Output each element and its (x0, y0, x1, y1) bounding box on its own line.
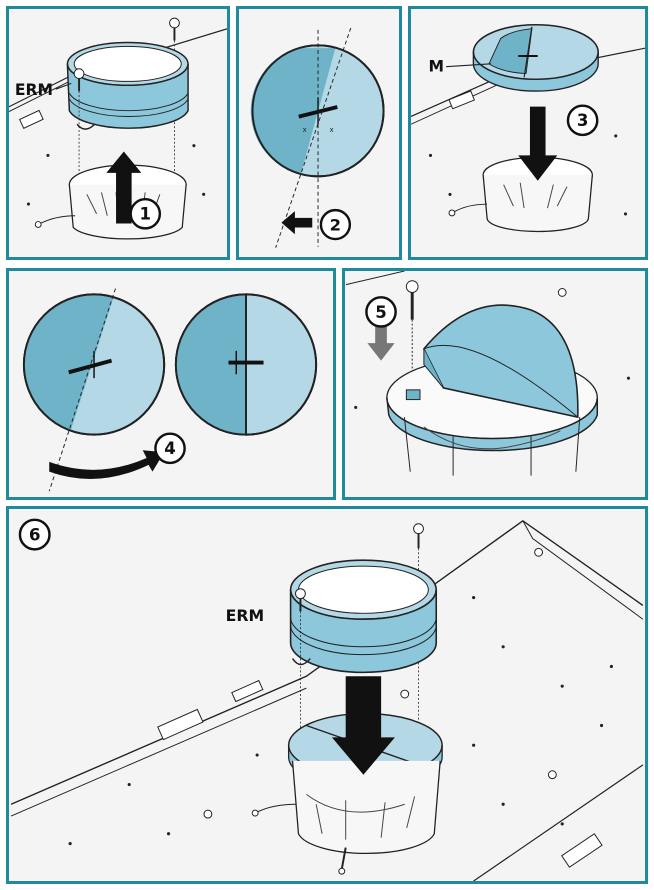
erm-label: ERM (15, 81, 53, 99)
screw-icon (169, 17, 180, 41)
fan-housing (448, 156, 593, 233)
screw-icon (405, 280, 419, 320)
screw-icon (73, 68, 85, 92)
step-1-illustration: ERM 1 (9, 17, 227, 240)
step-3-illustration: M 3 (411, 23, 645, 233)
step-4-illustration: 4 (22, 288, 318, 492)
bracket-tab (157, 708, 204, 741)
fan-housing (251, 712, 443, 875)
step-badge-4 (154, 432, 186, 465)
erm-collar (289, 559, 438, 674)
panel-step-6: ERM 6 (6, 506, 648, 884)
arrow-down-icon (518, 106, 558, 181)
arrow-up-icon (106, 151, 142, 224)
damper-flap (422, 304, 579, 419)
step-badge-6 (18, 518, 51, 551)
step-6-illustration: ERM 6 (10, 518, 644, 881)
bracket-tab (405, 389, 421, 401)
step-2-illustration: x x 2 (250, 27, 385, 248)
svg-text:6: 6 (29, 524, 41, 544)
damper-disc-tilted (22, 293, 166, 436)
damper-assembly (472, 23, 599, 92)
svg-text:1: 1 (139, 205, 151, 224)
panel-step-3: M 3 (408, 6, 648, 260)
arrow-left-icon (281, 211, 313, 235)
bracket-tab (18, 109, 44, 129)
panel-step-1: ERM 1 (6, 6, 230, 260)
svg-text:2: 2 (330, 215, 341, 234)
svg-text:3: 3 (577, 111, 589, 130)
arrow-rotate-icon (49, 450, 165, 480)
bracket-tab (561, 833, 603, 868)
fan-housing (34, 164, 187, 240)
damper-disc: x x (250, 44, 385, 178)
bracket-tab (231, 679, 264, 703)
damper-disc-aligned (174, 293, 318, 436)
erm-collar (66, 41, 189, 130)
step-badge-2 (319, 208, 352, 241)
panel-step-4: 4 (6, 268, 336, 500)
svg-text:4: 4 (164, 439, 176, 458)
arrow-down-icon (331, 676, 395, 775)
svg-text:x: x (303, 126, 307, 134)
panel-step-2: x x 2 (236, 6, 402, 260)
step-badge-1 (129, 197, 162, 230)
damper-m-label: M (429, 58, 445, 76)
step-5-illustration: 5 (345, 271, 631, 476)
screw-icon (413, 523, 424, 549)
svg-text:x: x (330, 126, 334, 134)
step-badge-3 (566, 104, 599, 137)
svg-text:5: 5 (375, 303, 387, 322)
panel-step-5: 5 (342, 268, 648, 500)
arrow-down-icon (367, 325, 395, 361)
erm-label: ERM (226, 606, 265, 625)
step-badge-5 (365, 296, 397, 328)
screw-icon (295, 588, 306, 612)
